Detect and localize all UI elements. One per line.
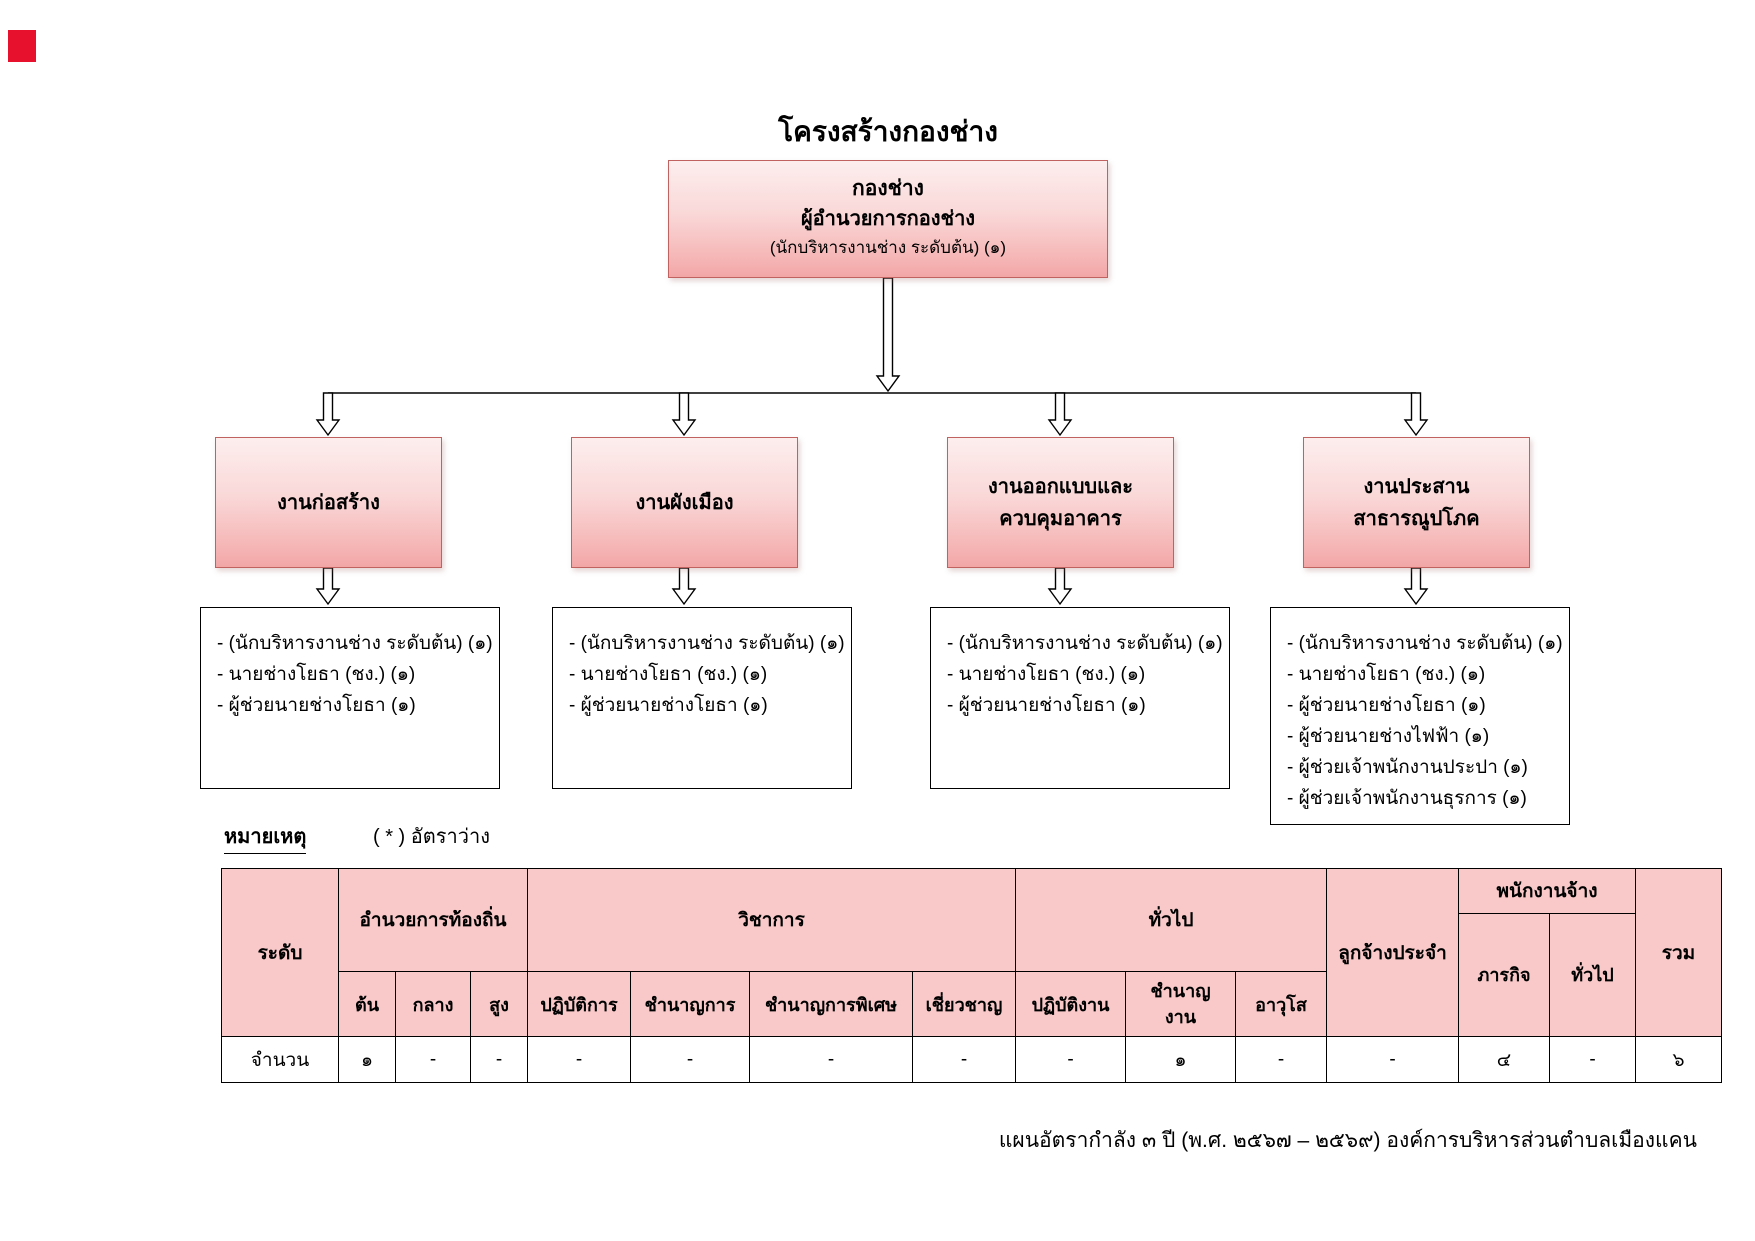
table-value: - xyxy=(1327,1037,1459,1083)
staff-item: - ผู้ช่วยนายช่างไฟฟ้า (๑) xyxy=(1287,726,1490,747)
table-value: - xyxy=(913,1037,1016,1083)
staff-list: - (นักบริหารงานช่าง ระดับต้น) (๑) - นายช… xyxy=(201,608,499,721)
division-name: กองช่าง xyxy=(852,177,924,200)
table-header-total: รวม xyxy=(1636,869,1722,1037)
table-subheader: ต้น xyxy=(339,972,396,1037)
table-header-general: ทั่วไป xyxy=(1016,869,1327,972)
table-value: ๖ xyxy=(1636,1037,1722,1083)
staff-box-construction: - (นักบริหารงานช่าง ระดับต้น) (๑) - นายช… xyxy=(200,607,500,789)
staff-item: - นายช่างโยธา (ชง.) (๑) xyxy=(217,664,416,685)
down-arrow-icon xyxy=(1047,392,1073,437)
staff-item: - ผู้ช่วยนายช่างโยธา (๑) xyxy=(569,695,768,716)
staff-item: - (นักบริหารงานช่าง ระดับต้น) (๑) xyxy=(569,633,845,654)
table-value: ๔ xyxy=(1459,1037,1550,1083)
staff-item: - (นักบริหารงานช่าง ระดับต้น) (๑) xyxy=(1287,633,1563,654)
table-value: - xyxy=(471,1037,528,1083)
dept-label: งานออกแบบและ ควบคุมอาคาร xyxy=(988,475,1133,530)
down-arrow-icon xyxy=(315,392,341,437)
staff-box-city-planning: - (นักบริหารงานช่าง ระดับต้น) (๑) - นายช… xyxy=(552,607,852,789)
table-value: - xyxy=(1550,1037,1636,1083)
table-value: ๑ xyxy=(339,1037,396,1083)
director-position: (นักบริหารงานช่าง ระดับต้น) (๑) xyxy=(769,238,1007,257)
red-marker xyxy=(8,30,36,62)
table-header-level: ระดับ xyxy=(222,869,339,1037)
dept-box-public-utilities: งานประสาน สาธารณูปโภค xyxy=(1303,437,1530,568)
dept-label: งานประสาน สาธารณูปโภค xyxy=(1353,475,1480,530)
dept-box-construction: งานก่อสร้าง xyxy=(215,437,442,568)
table-subheader: ปฏิบัติงาน xyxy=(1016,972,1126,1037)
table-subheader: กลาง xyxy=(396,972,471,1037)
director-title: ผู้อำนวยการกองช่าง xyxy=(800,208,976,230)
note-text: ( * ) อัตราว่าง xyxy=(373,826,490,848)
table-value: - xyxy=(1236,1037,1327,1083)
staff-item: - ผู้ช่วยนายช่างโยธา (๑) xyxy=(1287,695,1486,716)
down-arrow-icon xyxy=(671,567,697,606)
down-arrow-icon xyxy=(875,277,901,393)
staff-list: - (นักบริหารงานช่าง ระดับต้น) (๑) - นายช… xyxy=(1271,608,1569,814)
table-subheader: ชำนาญ งาน xyxy=(1126,972,1236,1037)
table-value: - xyxy=(750,1037,913,1083)
table-subheader: ปฏิบัติการ xyxy=(528,972,631,1037)
staff-box-design-building-control: - (นักบริหารงานช่าง ระดับต้น) (๑) - นายช… xyxy=(930,607,1230,789)
table-value: - xyxy=(528,1037,631,1083)
table-subheader: สูง xyxy=(471,972,528,1037)
staff-item: - (นักบริหารงานช่าง ระดับต้น) (๑) xyxy=(217,633,493,654)
down-arrow-icon xyxy=(1047,567,1073,606)
table-header-hired-employee: พนักงานจ้าง xyxy=(1459,869,1636,914)
down-arrow-icon xyxy=(1403,567,1429,606)
table-value: ๑ xyxy=(1126,1037,1236,1083)
table-header-local-admin: อำนวยการท้องถิ่น xyxy=(339,869,528,972)
page-title: โครงสร้างกองช่าง xyxy=(778,116,998,147)
table-header-academic: วิชาการ xyxy=(528,869,1016,972)
staff-item: - ผู้ช่วยเจ้าพนักงานธุรการ (๑) xyxy=(1287,788,1527,809)
staff-item: - นายช่างโยธา (ชง.) (๑) xyxy=(1287,664,1486,685)
down-arrow-icon xyxy=(315,567,341,606)
staff-item: - (นักบริหารงานช่าง ระดับต้น) (๑) xyxy=(947,633,1223,654)
dept-box-design-building-control: งานออกแบบและ ควบคุมอาคาร xyxy=(947,437,1174,568)
root-box-division: กองช่าง ผู้อำนวยการกองช่าง (นักบริหารงาน… xyxy=(668,160,1108,278)
table-subheader: เชี่ยวชาญ xyxy=(913,972,1016,1037)
dept-box-city-planning: งานผังเมือง xyxy=(571,437,798,568)
table-value: - xyxy=(396,1037,471,1083)
table-header-permanent-employee: ลูกจ้างประจำ xyxy=(1327,869,1459,1037)
table-subheader: ชำนาญการ xyxy=(631,972,750,1037)
table-value: - xyxy=(631,1037,750,1083)
table-subheader: อาวุโส xyxy=(1236,972,1327,1037)
table-subheader-general-hired: ทั่วไป xyxy=(1550,914,1636,1037)
table-row-label: จำนวน xyxy=(222,1037,339,1083)
staff-item: - ผู้ช่วยนายช่างโยธา (๑) xyxy=(947,695,1146,716)
staff-list: - (นักบริหารงานช่าง ระดับต้น) (๑) - นายช… xyxy=(931,608,1229,721)
table-value: - xyxy=(1016,1037,1126,1083)
staff-item: - ผู้ช่วยเจ้าพนักงานประปา (๑) xyxy=(1287,757,1528,778)
staff-box-public-utilities: - (นักบริหารงานช่าง ระดับต้น) (๑) - นายช… xyxy=(1270,607,1570,825)
staff-item: - นายช่างโยธา (ชง.) (๑) xyxy=(947,664,1146,685)
down-arrow-icon xyxy=(671,392,697,437)
staff-item: - นายช่างโยธา (ชง.) (๑) xyxy=(569,664,768,685)
footer-caption: แผนอัตรากำลัง ๓ ปี (พ.ศ. ๒๕๖๗ – ๒๕๖๙) อง… xyxy=(998,1129,1697,1152)
staffing-table: ระดับ อำนวยการท้องถิ่น วิชาการ ทั่วไป ลู… xyxy=(221,868,1722,1083)
staff-list: - (นักบริหารงานช่าง ระดับต้น) (๑) - นายช… xyxy=(553,608,851,721)
table-subheader: ชำนาญการพิเศษ xyxy=(750,972,913,1037)
table-subheader-mission: ภารกิจ xyxy=(1459,914,1550,1037)
dept-label: งานก่อสร้าง xyxy=(277,491,380,514)
note-label: หมายเหตุ xyxy=(224,820,307,854)
staff-item: - ผู้ช่วยนายช่างโยธา (๑) xyxy=(217,695,416,716)
dept-label: งานผังเมือง xyxy=(635,491,734,514)
down-arrow-icon xyxy=(1403,392,1429,437)
